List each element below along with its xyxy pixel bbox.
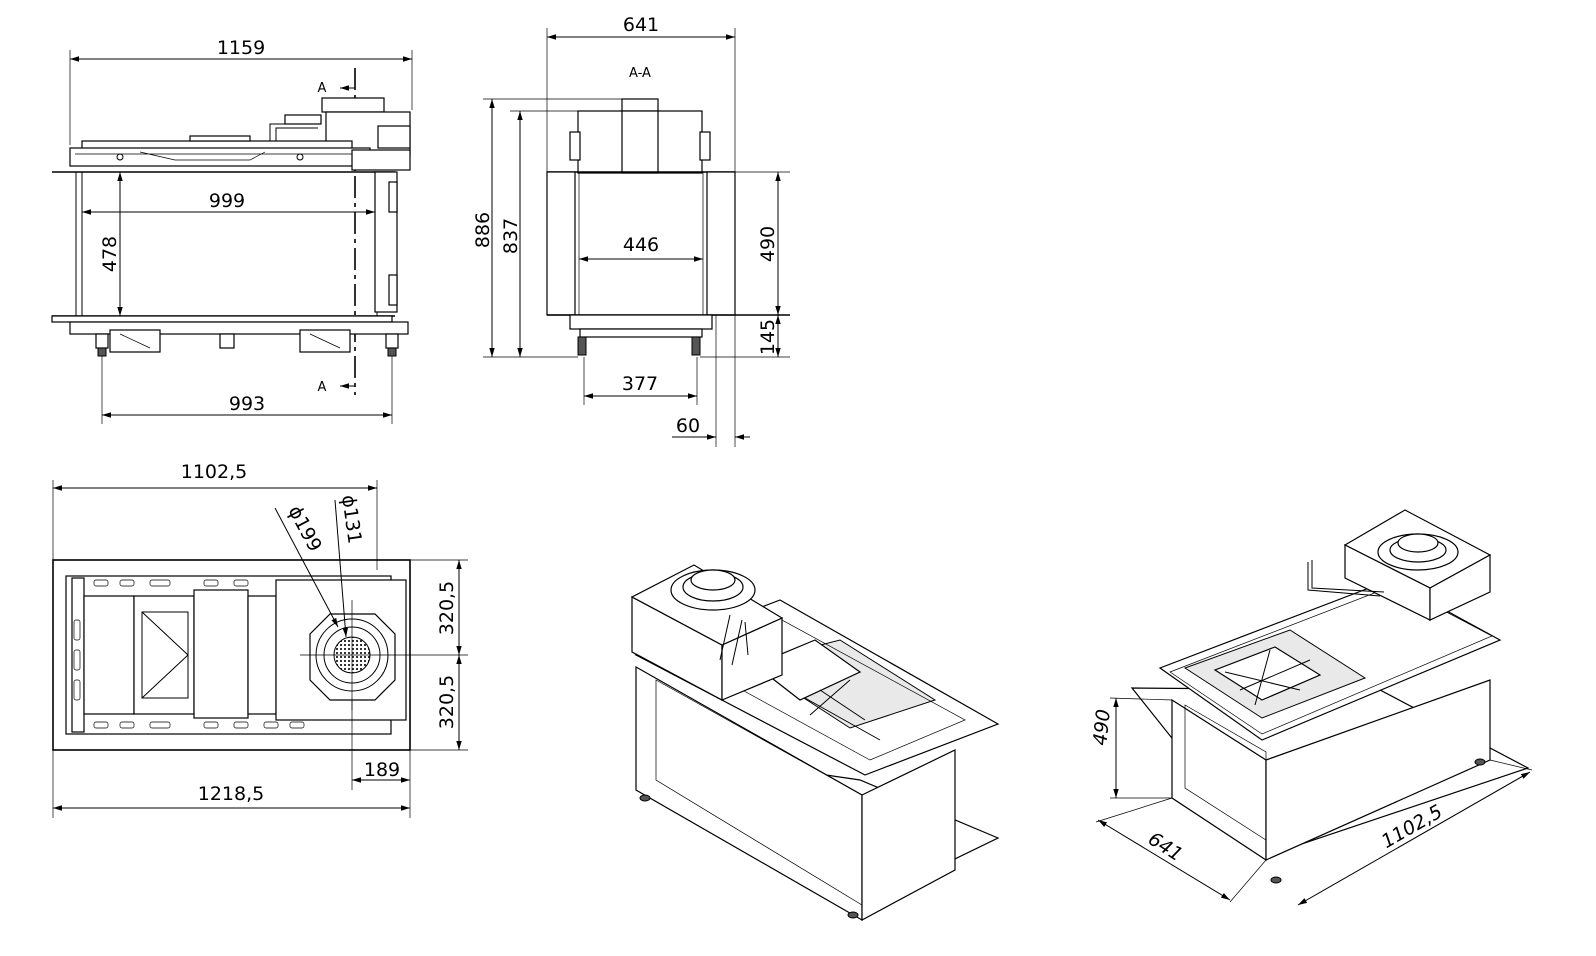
dim-feet-spacing: 993: [229, 393, 265, 415]
dim-feet-depth: 377: [622, 373, 658, 395]
section-title: A-A: [629, 66, 651, 81]
dim-top-width: 1102,5: [181, 461, 247, 483]
dim-body-height: 837: [500, 218, 522, 254]
dim-overall-width: 1159: [217, 37, 265, 59]
dim-offset: 60: [676, 415, 700, 437]
dim-flue-offset: 189: [364, 759, 400, 781]
dim-overall-height: 886: [472, 212, 494, 248]
dim-overall-depth: 641: [623, 14, 659, 36]
dim-opening-height: 490: [757, 226, 779, 262]
section-mark-bottom: A: [318, 380, 327, 395]
iso-view-right: 490 641 1102,5: [1089, 509, 1533, 906]
dim-inner-depth: 446: [623, 234, 659, 256]
dim-glass-width: 999: [209, 190, 245, 212]
section-view: A-A 641 446 886 837: [472, 14, 790, 447]
dim-top-overall-width: 1218,5: [198, 783, 264, 805]
iso-view-left: [630, 564, 1000, 922]
section-mark-top: A: [318, 81, 327, 96]
dim-flue-inner: ϕ131: [337, 494, 366, 545]
dim-glass-height: 478: [99, 236, 121, 272]
dim-flue-outer: ϕ199: [284, 502, 326, 555]
dim-half-depth-top: 320,5: [436, 581, 458, 635]
top-view: 1102,5: [52, 461, 468, 818]
dim-base-height: 145: [757, 319, 779, 355]
front-view: 1159 A A 999 478: [51, 37, 413, 424]
dim-iso-height: 490: [1089, 708, 1115, 746]
dim-half-depth-bottom: 320,5: [436, 675, 458, 729]
